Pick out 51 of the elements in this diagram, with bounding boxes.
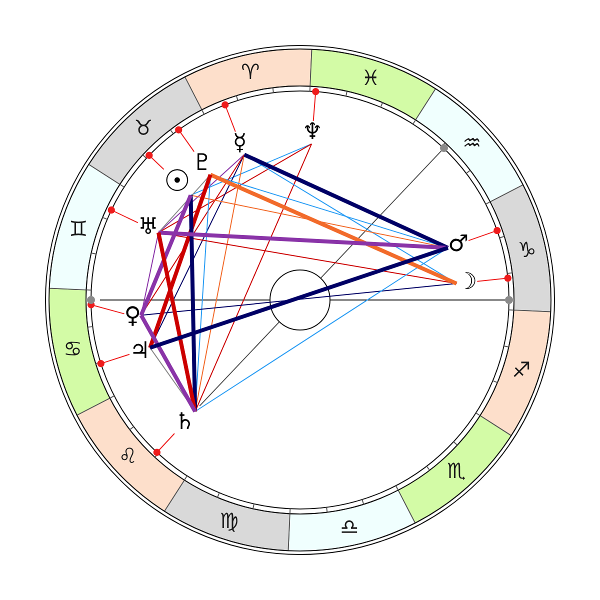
planet-symbol: ♀ xyxy=(124,304,142,328)
planet-symbol: ♆ xyxy=(302,120,323,144)
planet-symbol: ♂ xyxy=(448,232,469,256)
planet-symbol: ♃ xyxy=(129,340,150,363)
zodiac-sector xyxy=(415,88,524,202)
zodiac-sign-symbol: ♊ xyxy=(69,218,88,240)
aspect-line xyxy=(190,143,312,196)
zodiac-sign-symbol: ♏ xyxy=(446,461,466,482)
leader-line xyxy=(108,206,138,224)
aspect-line xyxy=(149,246,449,350)
zodiac-sector xyxy=(49,164,120,290)
leader-line xyxy=(476,274,512,282)
planet-symbol: ☿ xyxy=(232,132,247,155)
planet-symbol: ♇ xyxy=(192,152,213,175)
leader-line xyxy=(222,101,236,132)
aspect-line xyxy=(156,232,198,412)
zodiac-sector xyxy=(164,480,290,551)
zodiac-sign-symbol: ♒ xyxy=(462,133,482,154)
zodiac-sign-symbol: ♈ xyxy=(240,62,260,84)
leader-line xyxy=(146,152,164,170)
zodiac-sector xyxy=(184,49,312,110)
planet-symbol: ♅ xyxy=(138,216,158,240)
aspect-line xyxy=(210,172,458,286)
aspect-line xyxy=(139,194,193,316)
leader-line xyxy=(175,126,195,152)
zodiac-sign-symbol: ♋ xyxy=(63,339,82,360)
aspect-line xyxy=(139,314,197,412)
zodiac-sector xyxy=(490,184,551,312)
aspect-line xyxy=(188,195,198,412)
zodiac-sign-symbol: ♎ xyxy=(340,516,359,538)
zodiac-sign-symbol: ♉ xyxy=(134,118,153,139)
planet-symbol: ☉ xyxy=(164,167,191,198)
zodiac-sector xyxy=(398,415,512,524)
planet-symbol: ♄ xyxy=(174,410,196,434)
leader-line xyxy=(153,433,175,456)
aspect-line xyxy=(158,230,448,250)
zodiac-sector xyxy=(480,310,551,436)
zodiac-sign-symbol: ♍ xyxy=(220,510,239,532)
zodiac-sign-symbol: ♑ xyxy=(518,240,536,261)
zodiac-sign-symbol: ♐ xyxy=(512,360,531,382)
zodiac-sign-symbol: ♓ xyxy=(361,68,380,89)
planet-symbol: ☽ xyxy=(456,270,478,294)
leader-line xyxy=(97,354,130,368)
zodiac-sector xyxy=(288,490,416,551)
aspect-line xyxy=(148,174,212,348)
zodiac-sector xyxy=(49,288,110,416)
zodiac-sign-symbol: ♌ xyxy=(118,446,138,467)
aspect-line xyxy=(243,152,449,250)
zodiac-sector xyxy=(310,49,436,120)
leader-line xyxy=(87,301,125,314)
leader-line xyxy=(468,226,501,242)
